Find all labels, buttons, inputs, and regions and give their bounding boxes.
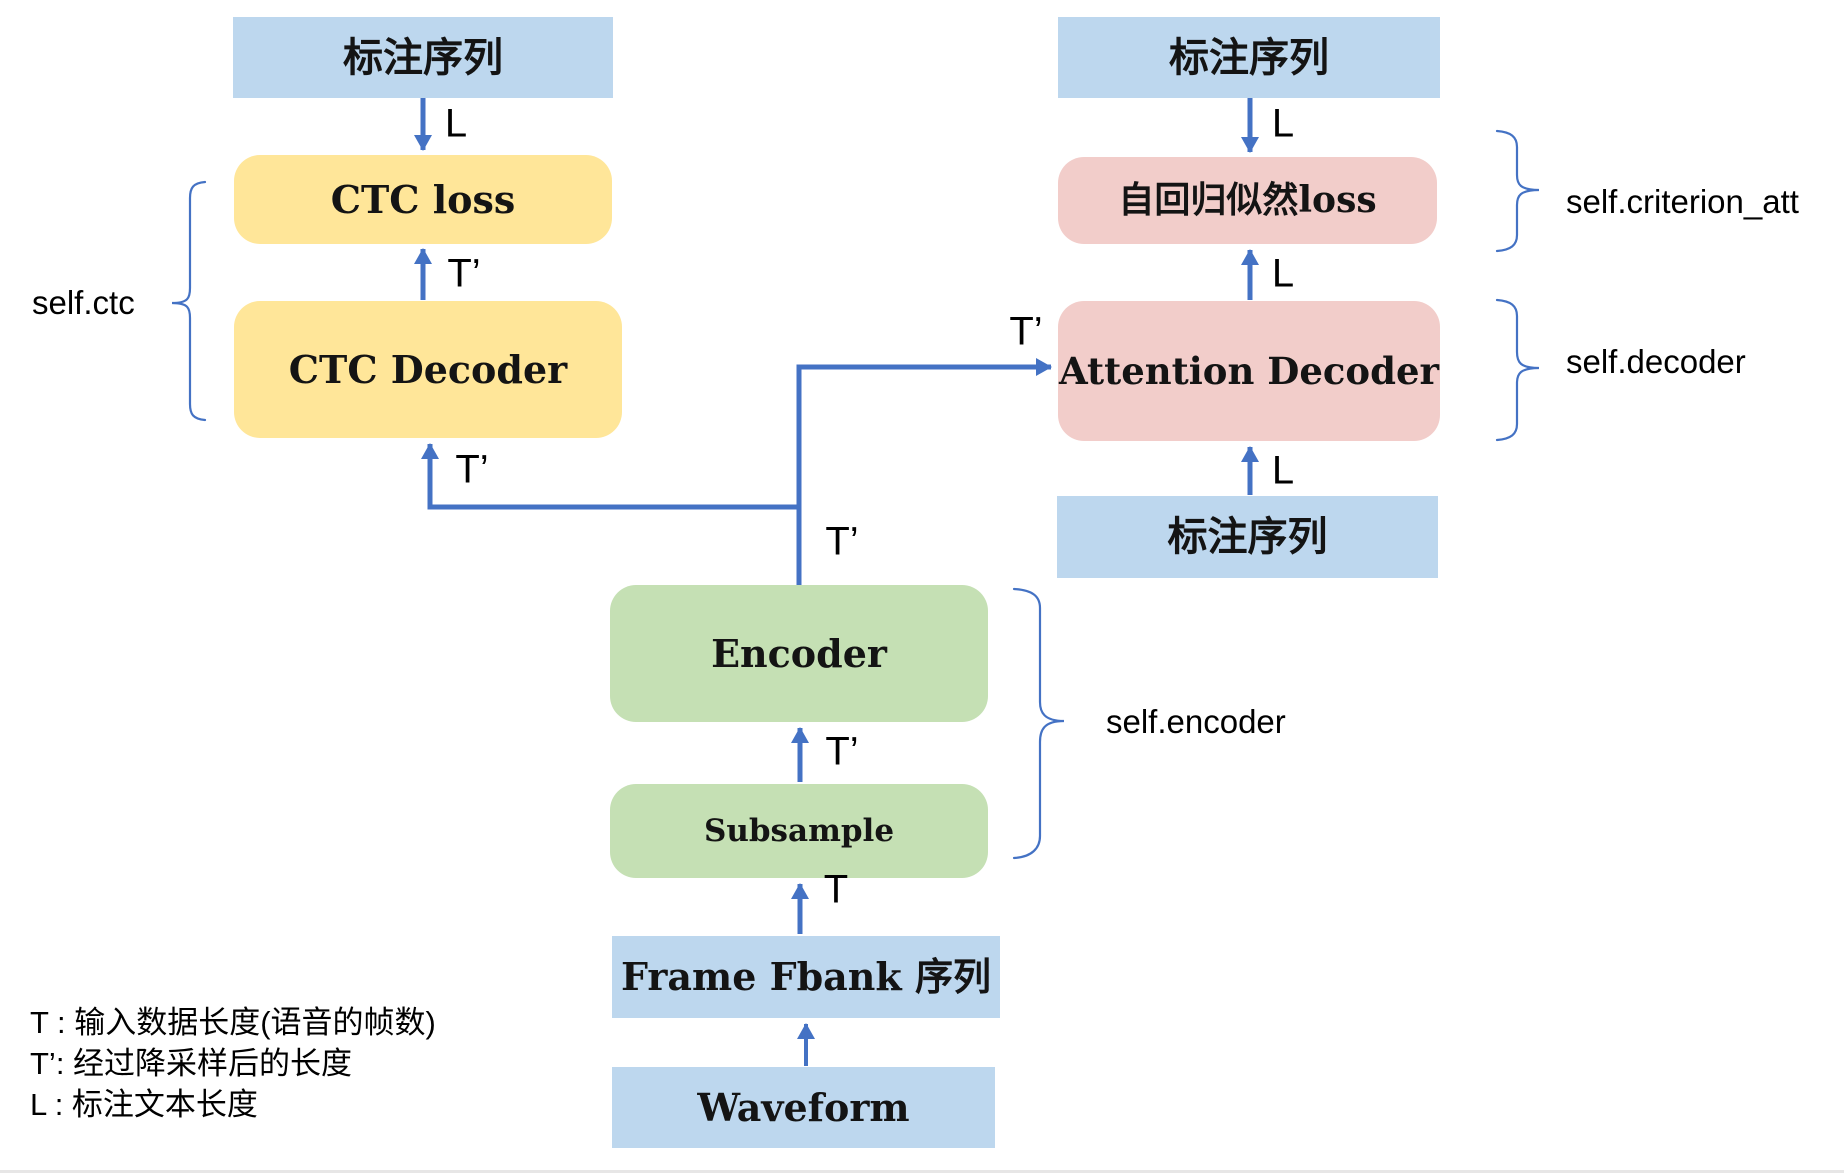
box-frame-fbank-sequence: Frame Fbank 序列 [612, 936, 1000, 1018]
edge-label-L-attention-in: L [1271, 448, 1295, 493]
edge-label-L-attention-out: L [1271, 251, 1295, 296]
box-subsample: Subsample [610, 784, 988, 878]
edge-label-Tprime-ctc-decoder: T’ [455, 447, 489, 492]
legend: T : 输入数据长度(语音的帧数) T’: 经过降采样后的长度 L : 标注文本… [30, 1002, 436, 1125]
edge-label-Tprime-encoder-in: T’ [825, 729, 859, 774]
edge-label-L-left: L [444, 101, 468, 146]
brace-self-decoder [1495, 298, 1540, 442]
legend-line-Tprime: T’: 经过降采样后的长度 [30, 1046, 353, 1081]
box-label-sequence-right-bottom: 标注序列 [1057, 496, 1438, 578]
edge-label-T-subsample-in: T [823, 867, 849, 912]
edge-label-Tprime-encoder-out: T’ [825, 519, 859, 564]
box-ctc-decoder: CTC Decoder [234, 301, 622, 438]
edge-label-Tprime-to-attention: T’ [1009, 309, 1043, 354]
box-label-sequence-right-top: 标注序列 [1058, 17, 1440, 98]
box-autoregressive-loss: 自回归似然loss [1058, 157, 1437, 244]
legend-line-L: L : 标注文本长度 [30, 1087, 258, 1122]
module-label-self-encoder: self.encoder [1106, 703, 1286, 740]
brace-self-ctc [171, 180, 207, 422]
module-label-self-decoder: self.decoder [1566, 343, 1746, 380]
edge-label-Tprime-ctc-loss: T’ [447, 251, 481, 296]
box-ctc-loss: CTC loss [234, 155, 612, 244]
brace-self-encoder [1012, 587, 1065, 860]
box-waveform: Waveform [612, 1067, 995, 1148]
legend-line-T: T : 输入数据长度(语音的帧数) [30, 1005, 436, 1040]
module-label-self-ctc: self.ctc [32, 284, 135, 321]
module-label-self-criterion-att: self.criterion_att [1566, 183, 1799, 220]
edge-label-L-right-top: L [1271, 101, 1295, 146]
bottom-divider-line [0, 1170, 1844, 1173]
box-encoder: Encoder [610, 585, 988, 722]
box-attention-decoder: Attention Decoder [1058, 301, 1440, 441]
brace-self-criterion-att [1495, 129, 1540, 253]
box-label-sequence-left: 标注序列 [233, 17, 613, 98]
